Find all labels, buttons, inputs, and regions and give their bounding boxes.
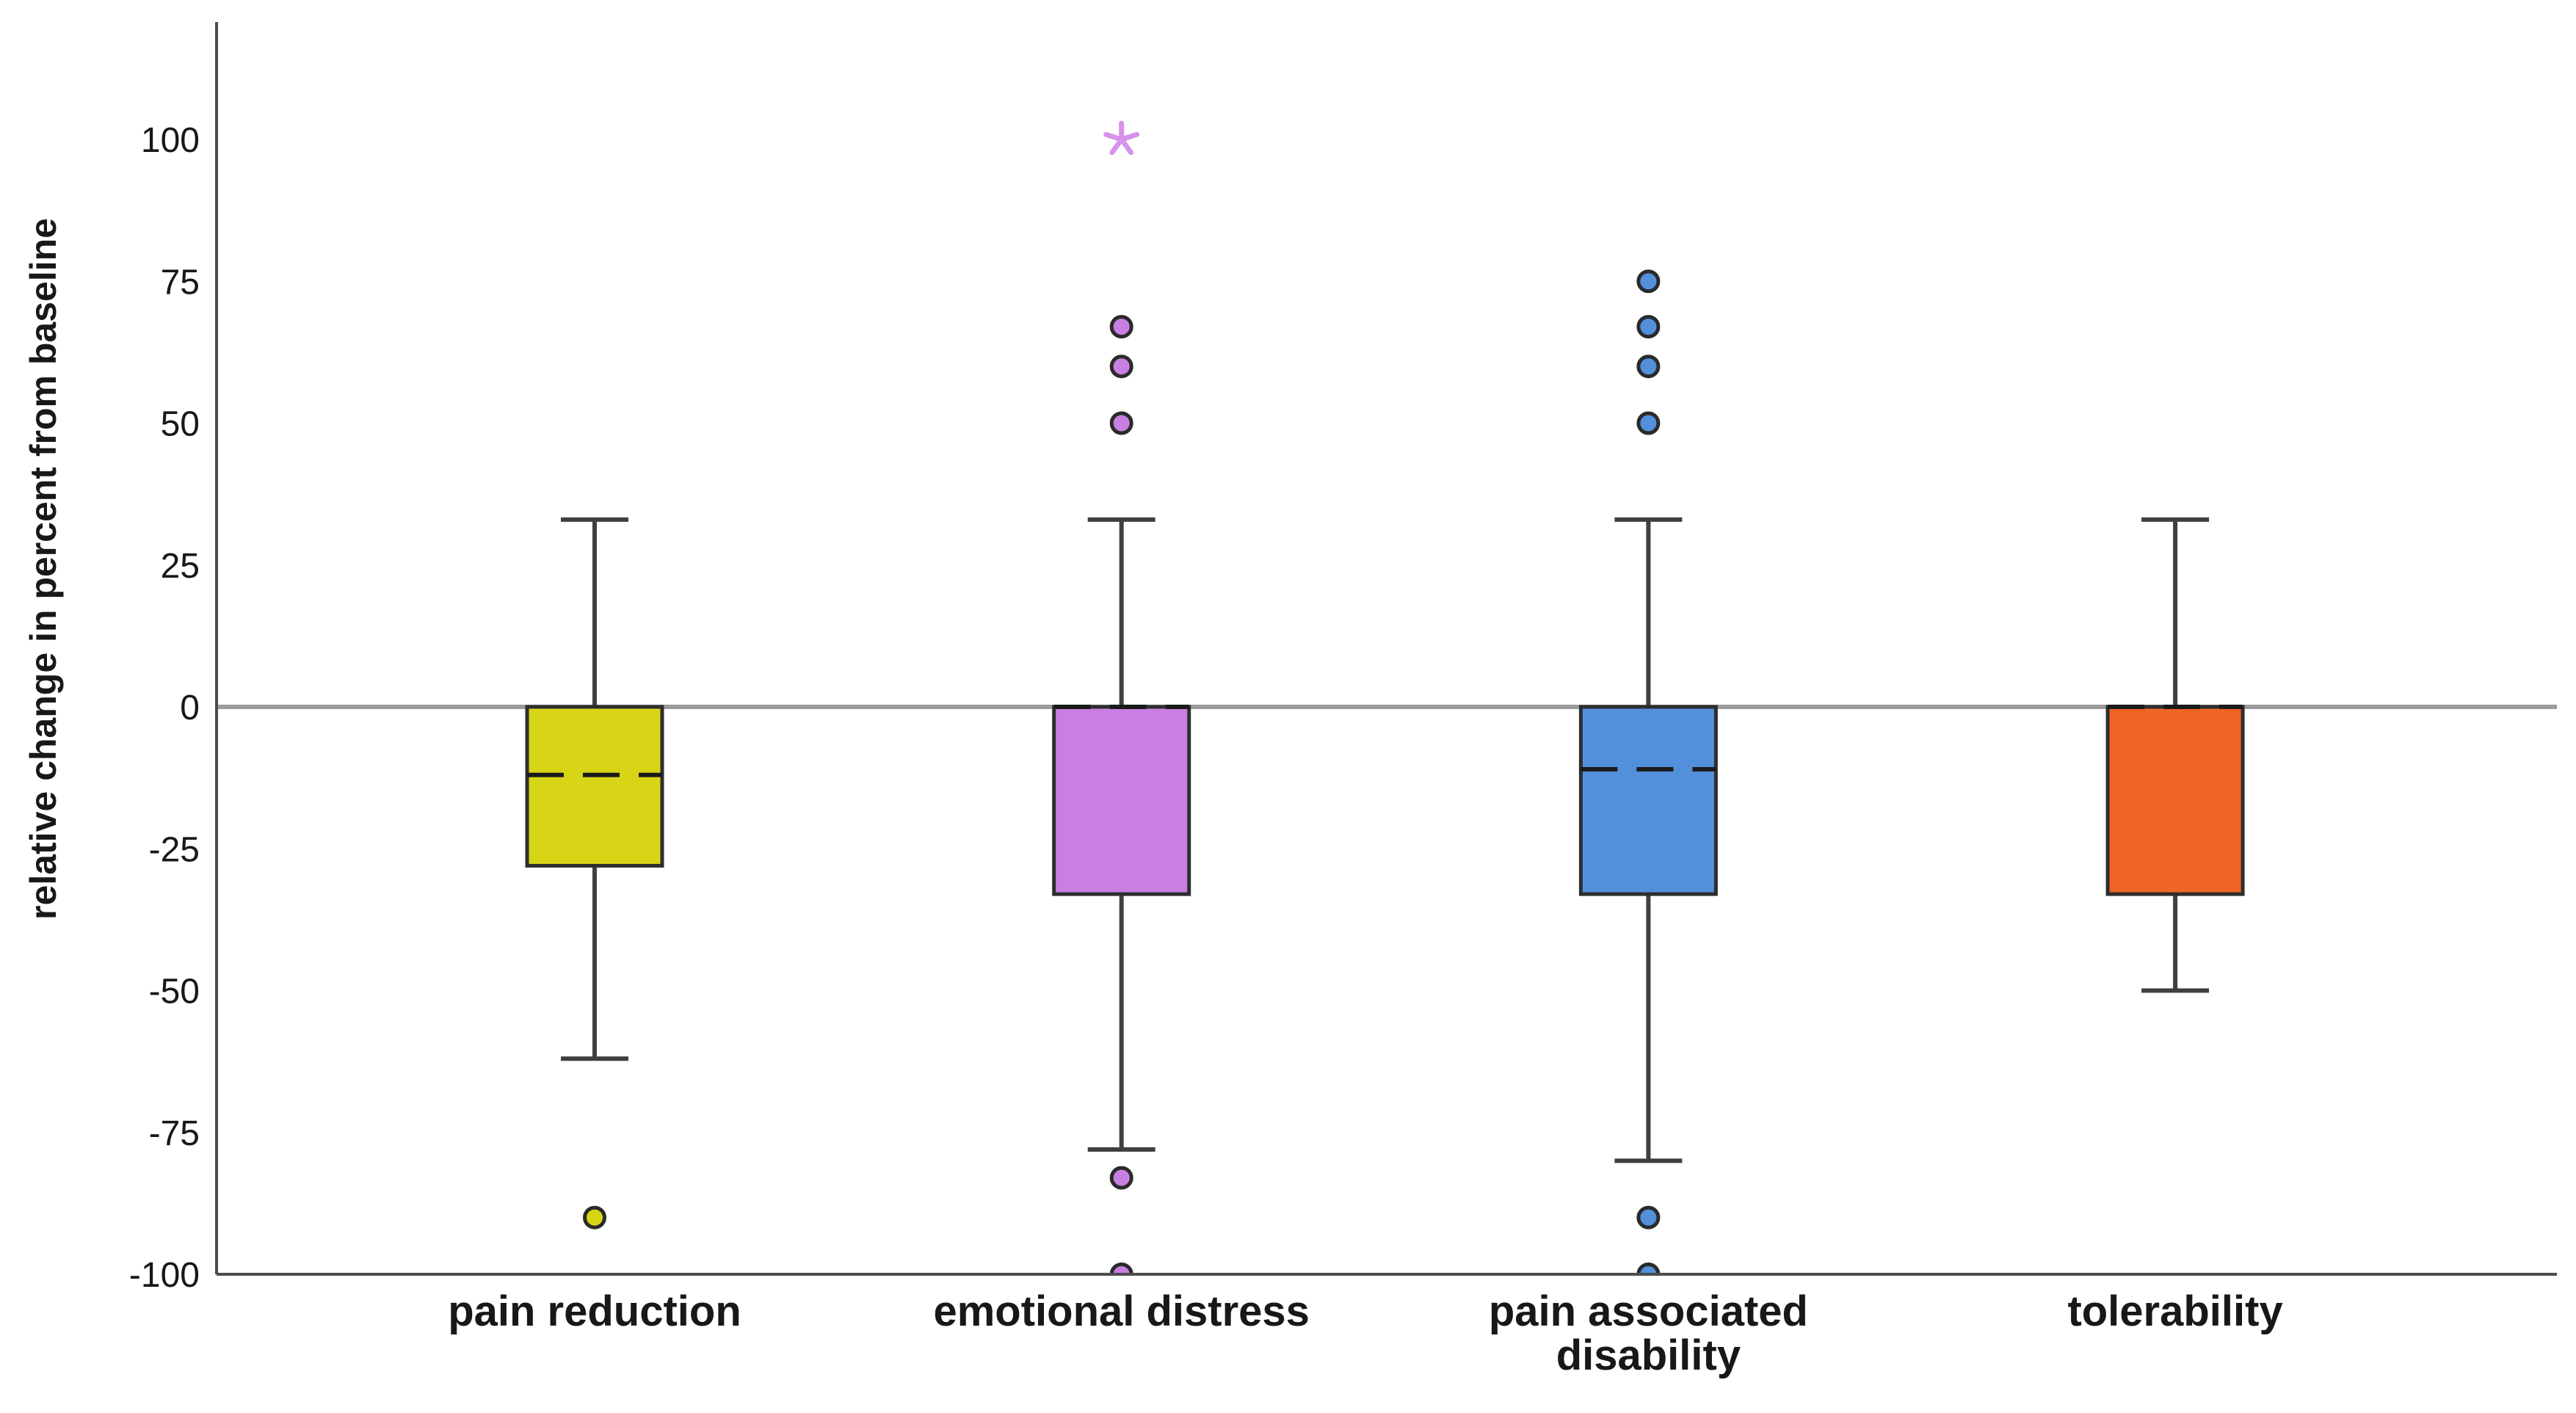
y-tick-label: -25 (149, 830, 200, 869)
box-tolerability (2105, 705, 2245, 896)
category-label-emotional-distress: emotional distress (933, 1287, 1309, 1335)
category-label-tolerability: tolerability (2067, 1287, 2282, 1335)
category-label-pain-associated-disability: pain associated (1489, 1287, 1808, 1335)
outlier-dot-pain-associated-disability (1636, 411, 1661, 435)
outlier-dot-emotional-distress (1109, 315, 1133, 339)
outlier-dot-pain-associated-disability (1636, 1205, 1661, 1229)
plot-area: 100 75 50 25 0 -25 -50 -75 -100 pain reduction emo… (129, 22, 2557, 1379)
category-label-pain-associated-disability: disability (1556, 1332, 1741, 1379)
box-pain-associated-disability (1578, 705, 1718, 896)
y-tick-label: -75 (149, 1114, 200, 1153)
outlier-dot-pain-associated-disability (1636, 1263, 1661, 1274)
y-tick-label: 25 (161, 547, 200, 586)
box-emotional-distress (1052, 705, 1191, 896)
y-tick-label: -100 (129, 1256, 200, 1295)
outlier-dot-emotional-distress (1109, 355, 1133, 379)
y-tick-label: 100 (141, 121, 200, 160)
outlier-dot-emotional-distress (1109, 1263, 1133, 1274)
y-tick-label: 50 (161, 405, 200, 444)
extreme-star-emotional-distress (1103, 120, 1140, 156)
y-tick-label: 75 (161, 263, 200, 302)
box-pain-reduction (525, 705, 664, 868)
outlier-dot-pain-associated-disability (1636, 269, 1661, 294)
outlier-dot-pain-associated-disability (1636, 355, 1661, 379)
category-label-pain-reduction: pain reduction (448, 1287, 741, 1335)
outlier-dot-emotional-distress (1109, 1166, 1133, 1190)
outlier-dot-pain-reduction (583, 1205, 606, 1229)
outlier-dot-pain-associated-disability (1636, 315, 1661, 339)
outlier-dot-emotional-distress (1109, 411, 1133, 435)
y-tick-label: 0 (180, 689, 200, 727)
y-tick-label: -50 (149, 973, 200, 1011)
y-axis-title: relative change in percent from baseline (23, 218, 64, 920)
